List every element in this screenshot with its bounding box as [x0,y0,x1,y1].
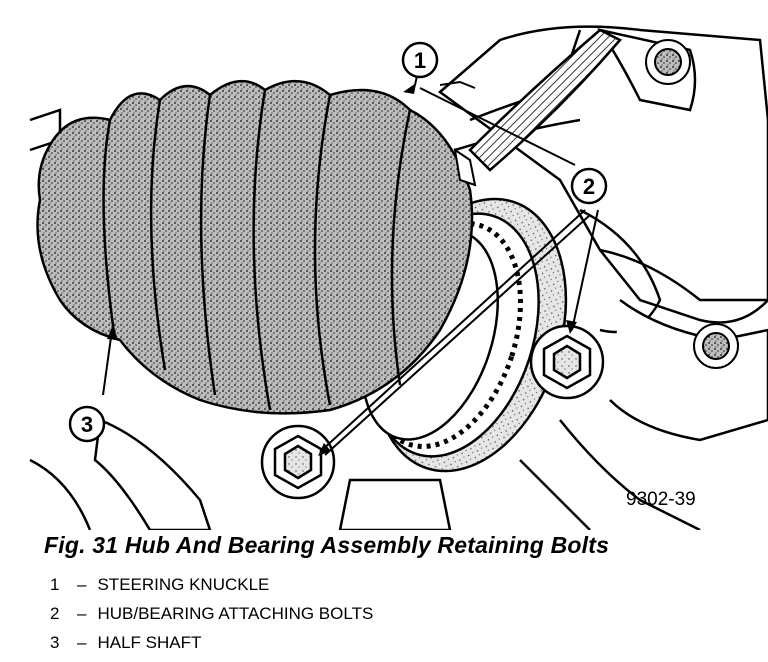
leader-lines [102,61,599,456]
half-shaft-boot [36,79,474,415]
legend-number: 2 [50,604,60,623]
steering-knuckle [437,25,768,530]
legend-dash: – [77,604,87,623]
attaching-bolt-upper-icon [529,324,605,400]
callout-1-number: 1 [414,48,426,73]
legend: 1 – STEERING KNUCKLE 2 – HUB/BEARING ATT… [50,570,373,657]
legend-number: 1 [50,575,60,594]
callout-2-number: 2 [583,174,595,199]
hub-bearing-diagram: 1 2 3 9302-39 [29,25,768,530]
lower-structure [29,108,452,530]
legend-number: 3 [50,633,60,652]
legend-item: 2 – HUB/BEARING ATTACHING BOLTS [50,599,373,628]
knuckle-stud-right-icon [693,323,739,369]
legend-label: STEERING KNUCKLE [97,575,270,594]
legend-item: 1 – STEERING KNUCKLE [50,570,373,599]
callout-3-number: 3 [81,412,93,437]
legend-item: 3 – HALF SHAFT [50,628,373,657]
figure-caption: Fig. 31 Hub And Bearing Assembly Retaini… [44,532,610,558]
boot-clamp [453,147,477,187]
legend-dash: – [77,575,87,594]
leader-arrowheads [107,84,577,456]
callout-3: 3 [68,405,106,443]
legend-label: HALF SHAFT [97,633,202,652]
image-code: 9302-39 [626,489,696,510]
attaching-bolt-lower-icon [260,424,336,500]
legend-dash: – [77,633,87,652]
callout-1: 1 [401,41,439,79]
legend-label: HUB/BEARING ATTACHING BOLTS [97,604,374,623]
knuckle-stud-top-right-icon [645,39,691,85]
callout-2: 2 [570,167,608,205]
